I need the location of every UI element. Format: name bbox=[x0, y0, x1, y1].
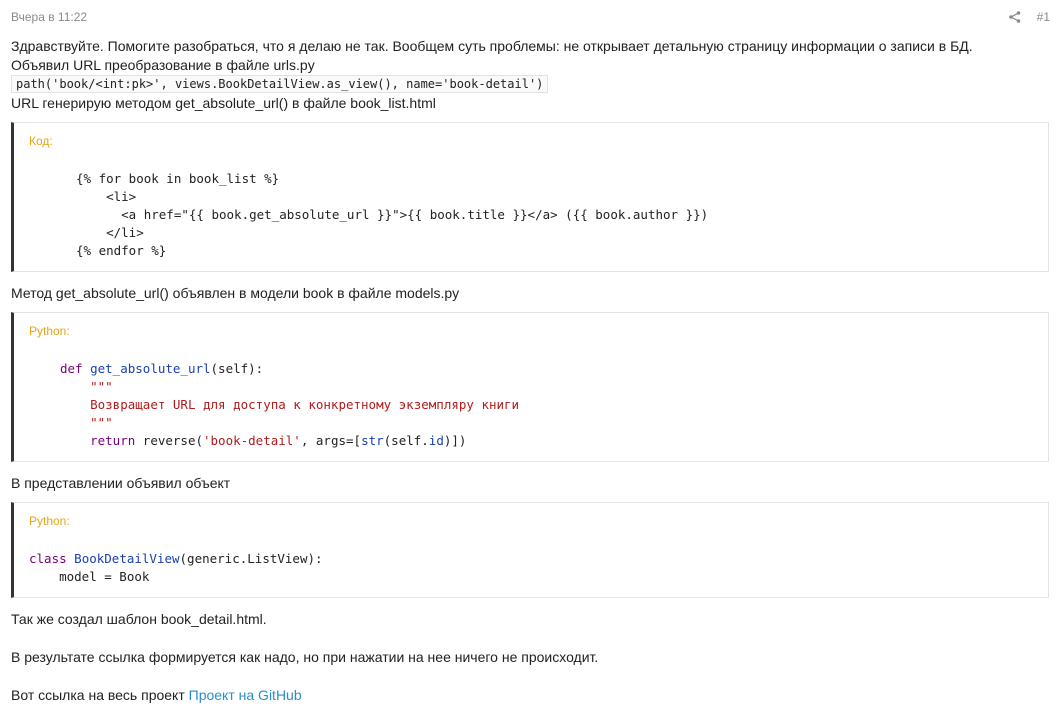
keyword: class bbox=[29, 551, 67, 566]
code-block-python-model: Python: def get_absolute_url(self): """ … bbox=[11, 312, 1049, 462]
builtin-name: str bbox=[361, 433, 384, 448]
code-text: (self): bbox=[210, 361, 264, 376]
code-block-python-view: Python: class BookDetailView(generic.Lis… bbox=[11, 502, 1049, 598]
code-text: (self. bbox=[383, 433, 429, 448]
text-project-link-line: Вот ссылка на весь проект Проект на GitH… bbox=[11, 686, 302, 704]
code-block-label: Python: bbox=[29, 324, 70, 338]
keyword: return bbox=[90, 433, 136, 448]
code-block-template: Код: {% for book in book_list %} <li> <a… bbox=[11, 122, 1049, 272]
code-text: , args=[ bbox=[300, 433, 362, 448]
code-text: )]) bbox=[443, 433, 467, 448]
docstring-text: Возвращает URL для доступа к конкретному… bbox=[90, 397, 520, 412]
string-literal: 'book-detail' bbox=[203, 433, 301, 448]
post-number-link[interactable]: #1 bbox=[1036, 10, 1050, 24]
code-block-body: def get_absolute_url(self): """ Возвраща… bbox=[60, 360, 519, 450]
code-block-label: Python: bbox=[29, 514, 70, 528]
project-link-prefix: Вот ссылка на весь проект bbox=[11, 687, 185, 703]
intro-line-3: URL генерирую методом get_absolute_url()… bbox=[11, 95, 436, 111]
text-template-note: Так же создал шаблон book_detail.html. bbox=[11, 611, 267, 627]
code-line: {% endfor %} bbox=[76, 243, 167, 258]
intro-line-2: Объявил URL преобразование в файле urls.… bbox=[11, 57, 315, 73]
post-meta: Вчера в 11:22 #1 bbox=[11, 10, 1050, 26]
code-line: {% for book in book_list %} bbox=[76, 171, 280, 186]
inline-code-urls: path('book/<int:pk>', views.BookDetailVi… bbox=[11, 75, 549, 93]
code-text: (generic.ListView): bbox=[179, 551, 323, 566]
code-line: </li> bbox=[76, 225, 144, 240]
text-models-description: Метод get_absolute_url() объявлен в моде… bbox=[11, 285, 460, 301]
code-text: reverse( bbox=[135, 433, 203, 448]
code-line: <a href="{{ book.get_absolute_url }}">{{… bbox=[76, 207, 709, 222]
share-icon[interactable] bbox=[1008, 10, 1022, 24]
code-block-body: class BookDetailView(generic.ListView): … bbox=[29, 550, 323, 586]
post-timestamp[interactable]: Вчера в 11:22 bbox=[11, 10, 88, 24]
code-line: <li> bbox=[76, 189, 137, 204]
intro-line-1: Здравствуйте. Помогите разобраться, что … bbox=[11, 38, 973, 54]
builtin-name: id bbox=[428, 433, 444, 448]
code-line: model = Book bbox=[29, 569, 150, 584]
keyword: def bbox=[60, 361, 83, 376]
docstring-close: """ bbox=[90, 415, 113, 430]
text-view-description: В представлении объявил объект bbox=[11, 475, 231, 491]
text-result-note: В результате ссылка формируется как надо… bbox=[11, 649, 599, 665]
docstring-open: """ bbox=[90, 379, 113, 394]
code-block-body: {% for book in book_list %} <li> <a href… bbox=[76, 170, 708, 260]
class-name: BookDetailView bbox=[74, 551, 180, 566]
code-block-label: Код: bbox=[29, 134, 53, 148]
function-name: get_absolute_url bbox=[90, 361, 211, 376]
github-link[interactable]: Проект на GitHub bbox=[188, 687, 302, 703]
